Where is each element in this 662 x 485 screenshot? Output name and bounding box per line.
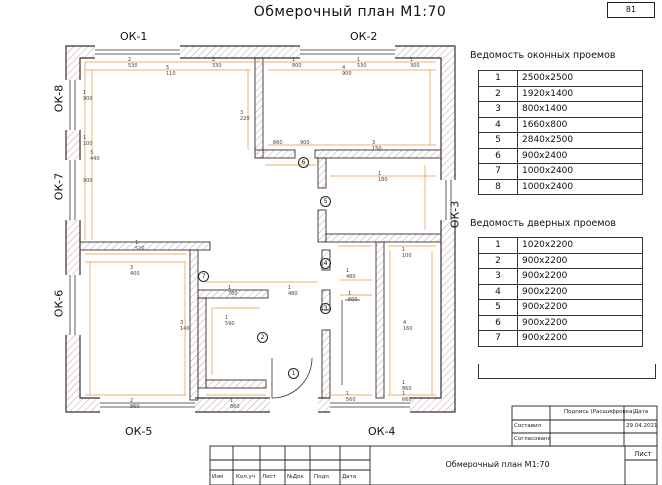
dim-label: 2 330 — [212, 57, 222, 69]
window-label-ok4: ОК-4 — [368, 425, 396, 438]
stamp-approved-label: Согласовано — [514, 436, 551, 442]
stamp-signature-label: Подпись (Расшифровка) — [564, 409, 635, 415]
sheet-number-box: 81 — [607, 2, 655, 18]
dim-label: 1 860 — [402, 380, 412, 392]
dim-label: 2 530 — [128, 57, 138, 69]
drawing-title: Обмерочный план М1:70 — [253, 4, 447, 20]
dim-label: 1 600 — [348, 291, 358, 303]
dim-label: 4 900 — [342, 65, 352, 77]
dim-label: 3 150 — [372, 140, 382, 152]
stamp-column-label: Кол.уч — [236, 474, 256, 480]
dim-label: 1 300 — [410, 57, 420, 69]
dim-label: 1 800 — [292, 57, 302, 69]
dim-label: 660 — [273, 140, 283, 146]
opening-size: 1000x2400 — [517, 178, 643, 195]
door-marker: 3 — [320, 303, 331, 314]
opening-size: 900x2200 — [517, 330, 643, 347]
dim-label: 5 110 — [166, 65, 176, 77]
dim-label: 1 480 — [288, 285, 298, 297]
stamp-column-label: Лист — [262, 474, 276, 480]
door-marker: 5 — [320, 196, 331, 207]
stamp-author-label: Составил — [514, 423, 542, 429]
dim-label: 1 520 — [135, 240, 145, 252]
stamp-sheet-label: Лист — [634, 450, 652, 458]
dim-label: 3 140 — [180, 320, 190, 332]
dim-label: 2 860 — [130, 398, 140, 410]
window-label-ok2: ОК-2 — [350, 30, 378, 43]
dim-label: 1 560 — [346, 391, 356, 403]
dim-label: 1 530 — [357, 57, 367, 69]
interior-walls — [79, 57, 442, 401]
dim-label: 1 100 — [402, 247, 412, 259]
door-marker: 2 — [257, 332, 268, 343]
dim-label: 1 590 — [225, 315, 235, 327]
bathroom-dimensions — [341, 299, 360, 385]
dim-label: 4 160 — [403, 320, 413, 332]
door-marker: 6 — [298, 157, 309, 168]
door-marker: 1 — [288, 368, 299, 379]
door-marker: 7 — [198, 271, 209, 282]
dim-label: 1 900 — [83, 90, 93, 102]
dim-label: 1 860 — [230, 398, 240, 410]
door-schedule-empty-row — [478, 364, 656, 379]
stamp-column-label: Изм — [212, 474, 224, 480]
dim-label: 3 400 — [130, 265, 140, 277]
dimension-lines — [84, 61, 436, 396]
window-schedule-title: Ведомость оконных проемов — [470, 50, 616, 61]
dim-label: 1 100 — [83, 135, 93, 147]
stamp-column-label: Дата — [342, 474, 357, 480]
dim-label: 900 — [83, 178, 93, 184]
dim-label: 1 780 — [228, 285, 238, 297]
dim-label: 1 660 — [402, 391, 412, 403]
window-label-ok1: ОК-1 — [120, 30, 148, 43]
stamp-date: 29.04.2021 — [626, 423, 658, 429]
window-label-ok5: ОК-5 — [125, 425, 153, 438]
stamp-date-label: Дата — [634, 409, 649, 415]
door-schedule-title: Ведомость дверных проемов — [470, 218, 616, 229]
dim-label: 900 — [300, 140, 310, 146]
dim-label: 3 220 — [240, 110, 250, 122]
dim-label: 1 480 — [346, 268, 356, 280]
dim-label: 3 440 — [90, 150, 100, 162]
stamp-column-label: Подп — [314, 474, 329, 480]
door-swing — [271, 357, 313, 399]
outer-walls — [65, 45, 456, 413]
stamp-column-label: №Док — [287, 474, 304, 480]
dim-label: 1 180 — [378, 171, 388, 183]
door-marker: 4 — [320, 258, 331, 269]
stamp-drawing-name: Обмерочный план М1:70 — [445, 460, 550, 469]
